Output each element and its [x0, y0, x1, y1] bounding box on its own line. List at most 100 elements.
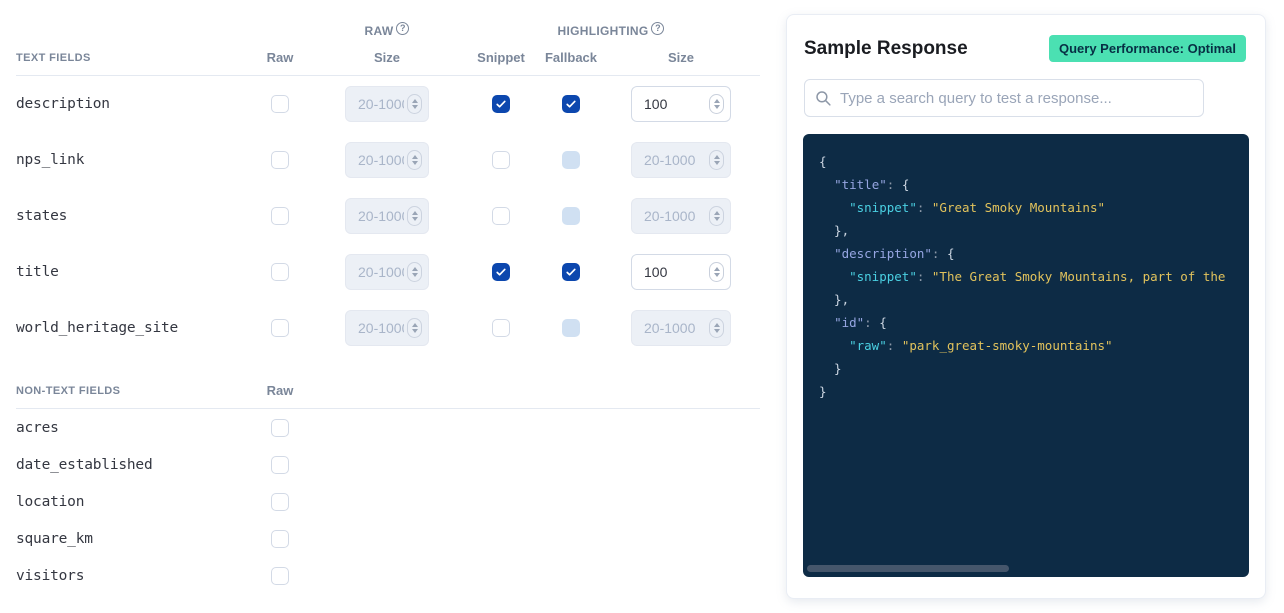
- raw-group-label: RAW: [364, 24, 394, 38]
- field-name: world_heritage_site: [16, 320, 179, 336]
- raw-column-header: Raw: [266, 50, 294, 65]
- code-line: "description": {: [834, 246, 955, 261]
- raw-size-column-header: Size: [373, 50, 400, 65]
- fallback-checkbox[interactable]: [562, 263, 580, 281]
- raw-checkbox[interactable]: [271, 418, 289, 437]
- field-name: visitors: [16, 567, 85, 584]
- code-line: "snippet": "The Great Smoky Mountains, p…: [849, 269, 1233, 284]
- field-name: states: [16, 208, 68, 224]
- field-name: nps_link: [16, 152, 85, 168]
- code-line: },: [819, 292, 850, 307]
- check-icon: [496, 100, 506, 108]
- snippet-checkbox[interactable]: [492, 319, 510, 337]
- table-row: nps_link: [16, 132, 760, 188]
- raw-checkbox[interactable]: [271, 263, 289, 281]
- highlight-size-field: [631, 86, 731, 122]
- non-text-fields-section-label: NON-TEXT FIELDS: [16, 384, 121, 397]
- highlight-size-column-header: Size: [667, 50, 694, 65]
- snippet-checkbox[interactable]: [492, 151, 510, 169]
- table-row: location: [16, 483, 760, 520]
- table-row: world_heritage_site: [16, 300, 760, 356]
- text-fields-header-row: TEXT FIELDS Raw Size Snippet Fallback Si…: [16, 38, 760, 76]
- raw-checkbox[interactable]: [271, 566, 289, 585]
- snippet-checkbox[interactable]: [492, 207, 510, 225]
- code-line: }: [819, 384, 827, 399]
- raw-checkbox[interactable]: [271, 492, 289, 511]
- highlighting-group-header: HIGHLIGHTING ?: [462, 21, 760, 38]
- raw-checkbox[interactable]: [271, 319, 289, 337]
- raw-checkbox[interactable]: [271, 151, 289, 169]
- table-row: acres: [16, 409, 760, 446]
- highlight-size-field: [631, 198, 731, 234]
- field-name: square_km: [16, 530, 93, 547]
- sample-query-searchbox: [804, 79, 1204, 117]
- code-line: "raw": "park_great-smoky-mountains": [849, 338, 1113, 353]
- horizontal-scrollbar[interactable]: [807, 565, 1009, 572]
- search-icon: [816, 90, 831, 106]
- sample-response-header: Sample Response Query Performance: Optim…: [787, 15, 1265, 62]
- table-row: title: [16, 244, 760, 300]
- fallback-checkbox: [562, 151, 580, 169]
- non-text-fields-header-row: NON-TEXT FIELDS Raw: [16, 383, 760, 409]
- highlight-size-field: [631, 142, 731, 178]
- highlight-size-field-input[interactable]: [631, 86, 731, 122]
- group-header-row: RAW ? HIGHLIGHTING ?: [16, 0, 760, 38]
- highlight-size-field-input[interactable]: [631, 254, 731, 290]
- highlighting-help-icon[interactable]: ?: [651, 21, 665, 35]
- raw-checkbox[interactable]: [271, 455, 289, 474]
- field-name: description: [16, 96, 110, 112]
- fallback-column-header: Fallback: [544, 50, 598, 65]
- raw-size-field-input: [345, 254, 429, 290]
- field-name: acres: [16, 419, 59, 436]
- text-fields-section-label: TEXT FIELDS: [16, 51, 91, 64]
- code-line: "snippet": "Great Smoky Mountains": [849, 200, 1105, 215]
- code-line: "id": {: [834, 315, 887, 330]
- result-settings-table: RAW ? HIGHLIGHTING ? TEXT FIELDS Raw Siz…: [16, 0, 760, 594]
- raw-size-field: [345, 254, 429, 290]
- highlight-size-field: [631, 310, 731, 346]
- raw-group-header: RAW ?: [312, 21, 462, 38]
- response-json: { "title": { "snippet": "Great Smoky Mou…: [819, 150, 1233, 403]
- highlight-size-field-input: [631, 198, 731, 234]
- field-name: title: [16, 264, 59, 280]
- highlight-size-field-input: [631, 310, 731, 346]
- raw-checkbox[interactable]: [271, 529, 289, 548]
- raw-size-field-input: [345, 86, 429, 122]
- sample-response-card: Sample Response Query Performance: Optim…: [786, 14, 1266, 599]
- field-name: date_established: [16, 456, 153, 473]
- raw-checkbox[interactable]: [271, 95, 289, 113]
- raw-size-field: [345, 310, 429, 346]
- snippet-column-header: Snippet: [477, 50, 525, 65]
- raw-size-field-input: [345, 310, 429, 346]
- sample-response-title: Sample Response: [804, 37, 968, 59]
- query-performance-badge: Query Performance: Optimal: [1049, 35, 1246, 62]
- response-code-block: { "title": { "snippet": "Great Smoky Mou…: [803, 134, 1249, 577]
- raw-size-field-input: [345, 198, 429, 234]
- fallback-checkbox[interactable]: [562, 95, 580, 113]
- table-row: date_established: [16, 446, 760, 483]
- raw-size-field-input: [345, 142, 429, 178]
- check-icon: [496, 268, 506, 276]
- raw-size-field: [345, 86, 429, 122]
- non-text-raw-column-header: Raw: [266, 383, 294, 398]
- raw-size-field: [345, 198, 429, 234]
- field-name: location: [16, 493, 85, 510]
- raw-checkbox[interactable]: [271, 207, 289, 225]
- highlight-size-field-input: [631, 142, 731, 178]
- highlight-size-field: [631, 254, 731, 290]
- check-icon: [566, 100, 576, 108]
- table-row: description: [16, 76, 760, 132]
- highlighting-group-label: HIGHLIGHTING: [557, 24, 649, 38]
- table-row: states: [16, 188, 760, 244]
- fallback-checkbox: [562, 319, 580, 337]
- raw-help-icon[interactable]: ?: [396, 21, 410, 35]
- code-line: "title": {: [834, 177, 910, 192]
- search-query-input[interactable]: [840, 89, 1193, 107]
- raw-size-field: [345, 142, 429, 178]
- snippet-checkbox[interactable]: [492, 263, 510, 281]
- fallback-checkbox: [562, 207, 580, 225]
- code-line: }: [819, 361, 842, 376]
- code-line: {: [819, 154, 827, 169]
- snippet-checkbox[interactable]: [492, 95, 510, 113]
